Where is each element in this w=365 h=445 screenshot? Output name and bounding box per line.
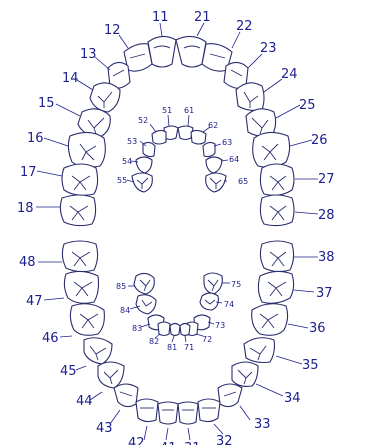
- tooth-84[interactable]: [136, 295, 156, 314]
- tooth-28[interactable]: [260, 195, 294, 226]
- label-26: 26: [311, 133, 328, 148]
- label-18: 18: [17, 201, 34, 216]
- label-47: 47: [26, 294, 43, 309]
- label-25: 25: [299, 98, 316, 113]
- label-62: 62: [208, 121, 218, 130]
- label-36: 36: [309, 321, 326, 336]
- tooth-71[interactable]: [180, 324, 190, 336]
- label-37: 37: [316, 286, 333, 301]
- tooth-74[interactable]: [200, 293, 218, 310]
- tooth-16[interactable]: [68, 132, 105, 167]
- tooth-46[interactable]: [70, 304, 104, 336]
- label-64: 64: [229, 155, 239, 164]
- label-55: 55: [117, 176, 127, 185]
- tooth-37[interactable]: [258, 271, 293, 303]
- label-52: 52: [138, 116, 148, 125]
- label-35: 35: [302, 358, 319, 373]
- tooth-52[interactable]: [152, 130, 166, 144]
- label-61: 61: [184, 106, 194, 115]
- label-75: 75: [231, 280, 241, 289]
- tooth-24[interactable]: [236, 83, 264, 111]
- label-84: 84: [120, 306, 130, 315]
- tooth-14[interactable]: [90, 83, 120, 112]
- tooth-54[interactable]: [136, 157, 152, 173]
- label-33: 33: [254, 417, 271, 432]
- label-48: 48: [19, 255, 36, 270]
- tooth-55[interactable]: [132, 173, 152, 192]
- tooth-47[interactable]: [64, 271, 98, 303]
- tooth-35[interactable]: [244, 338, 275, 363]
- label-85: 85: [116, 282, 126, 291]
- label-14: 14: [62, 71, 79, 86]
- label-81: 81: [167, 343, 177, 352]
- tooth-17[interactable]: [62, 164, 98, 195]
- tooth-27[interactable]: [260, 164, 294, 195]
- tooth-41[interactable]: [158, 402, 178, 424]
- label-42: 42: [128, 436, 145, 445]
- tooth-81[interactable]: [170, 324, 180, 336]
- label-41: 41: [160, 441, 177, 445]
- label-43: 43: [96, 421, 113, 436]
- label-28: 28: [318, 208, 335, 223]
- tooth-62[interactable]: [191, 130, 206, 144]
- label-83: 83: [132, 324, 142, 333]
- label-24: 24: [281, 67, 298, 82]
- label-63: 63: [222, 138, 232, 147]
- tooth-33[interactable]: [218, 384, 242, 407]
- tooth-82[interactable]: [158, 322, 170, 336]
- tooth-42[interactable]: [136, 399, 158, 422]
- label-65: 65: [238, 177, 248, 186]
- label-27: 27: [318, 172, 335, 187]
- label-53: 53: [127, 137, 137, 146]
- label-13: 13: [80, 47, 97, 62]
- label-12: 12: [104, 23, 121, 38]
- tooth-65[interactable]: [206, 173, 226, 192]
- upper-primary-arch: [132, 126, 226, 192]
- tooth-32[interactable]: [198, 399, 220, 422]
- label-46: 46: [42, 331, 59, 346]
- label-11: 11: [152, 10, 169, 25]
- label-17: 17: [20, 165, 37, 180]
- label-54: 54: [122, 157, 132, 166]
- tooth-31[interactable]: [178, 402, 198, 424]
- label-73: 73: [215, 321, 225, 330]
- tooth-21[interactable]: [176, 36, 206, 67]
- label-22: 22: [236, 19, 253, 34]
- label-71: 71: [184, 343, 194, 352]
- label-72: 72: [202, 335, 212, 344]
- label-74: 74: [224, 300, 234, 309]
- tooth-45[interactable]: [84, 338, 112, 364]
- label-21: 21: [194, 10, 211, 25]
- tooth-38[interactable]: [260, 241, 293, 272]
- label-31: 31: [184, 441, 201, 445]
- label-38: 38: [318, 250, 335, 265]
- label-32: 32: [216, 434, 233, 445]
- tooth-26[interactable]: [253, 132, 290, 167]
- tooth-34[interactable]: [232, 362, 258, 386]
- tooth-36[interactable]: [252, 304, 288, 336]
- label-16: 16: [27, 131, 44, 146]
- tooth-43[interactable]: [114, 384, 138, 407]
- label-82: 82: [149, 337, 159, 346]
- label-23: 23: [260, 41, 277, 56]
- label-34: 34: [284, 391, 301, 406]
- label-45: 45: [60, 364, 77, 379]
- tooth-labels: 11 12 13 14 15 16 17 18 21 22 23 24 25 2…: [17, 10, 335, 445]
- label-51: 51: [162, 106, 172, 115]
- tooth-63[interactable]: [203, 142, 215, 156]
- lower-primary-arch: [134, 273, 222, 336]
- label-15: 15: [38, 96, 55, 111]
- tooth-64[interactable]: [206, 157, 222, 173]
- label-44: 44: [76, 394, 93, 409]
- tooth-48[interactable]: [62, 241, 97, 272]
- tooth-44[interactable]: [98, 362, 124, 388]
- tooth-18[interactable]: [60, 195, 95, 226]
- tooth-75[interactable]: [204, 273, 222, 294]
